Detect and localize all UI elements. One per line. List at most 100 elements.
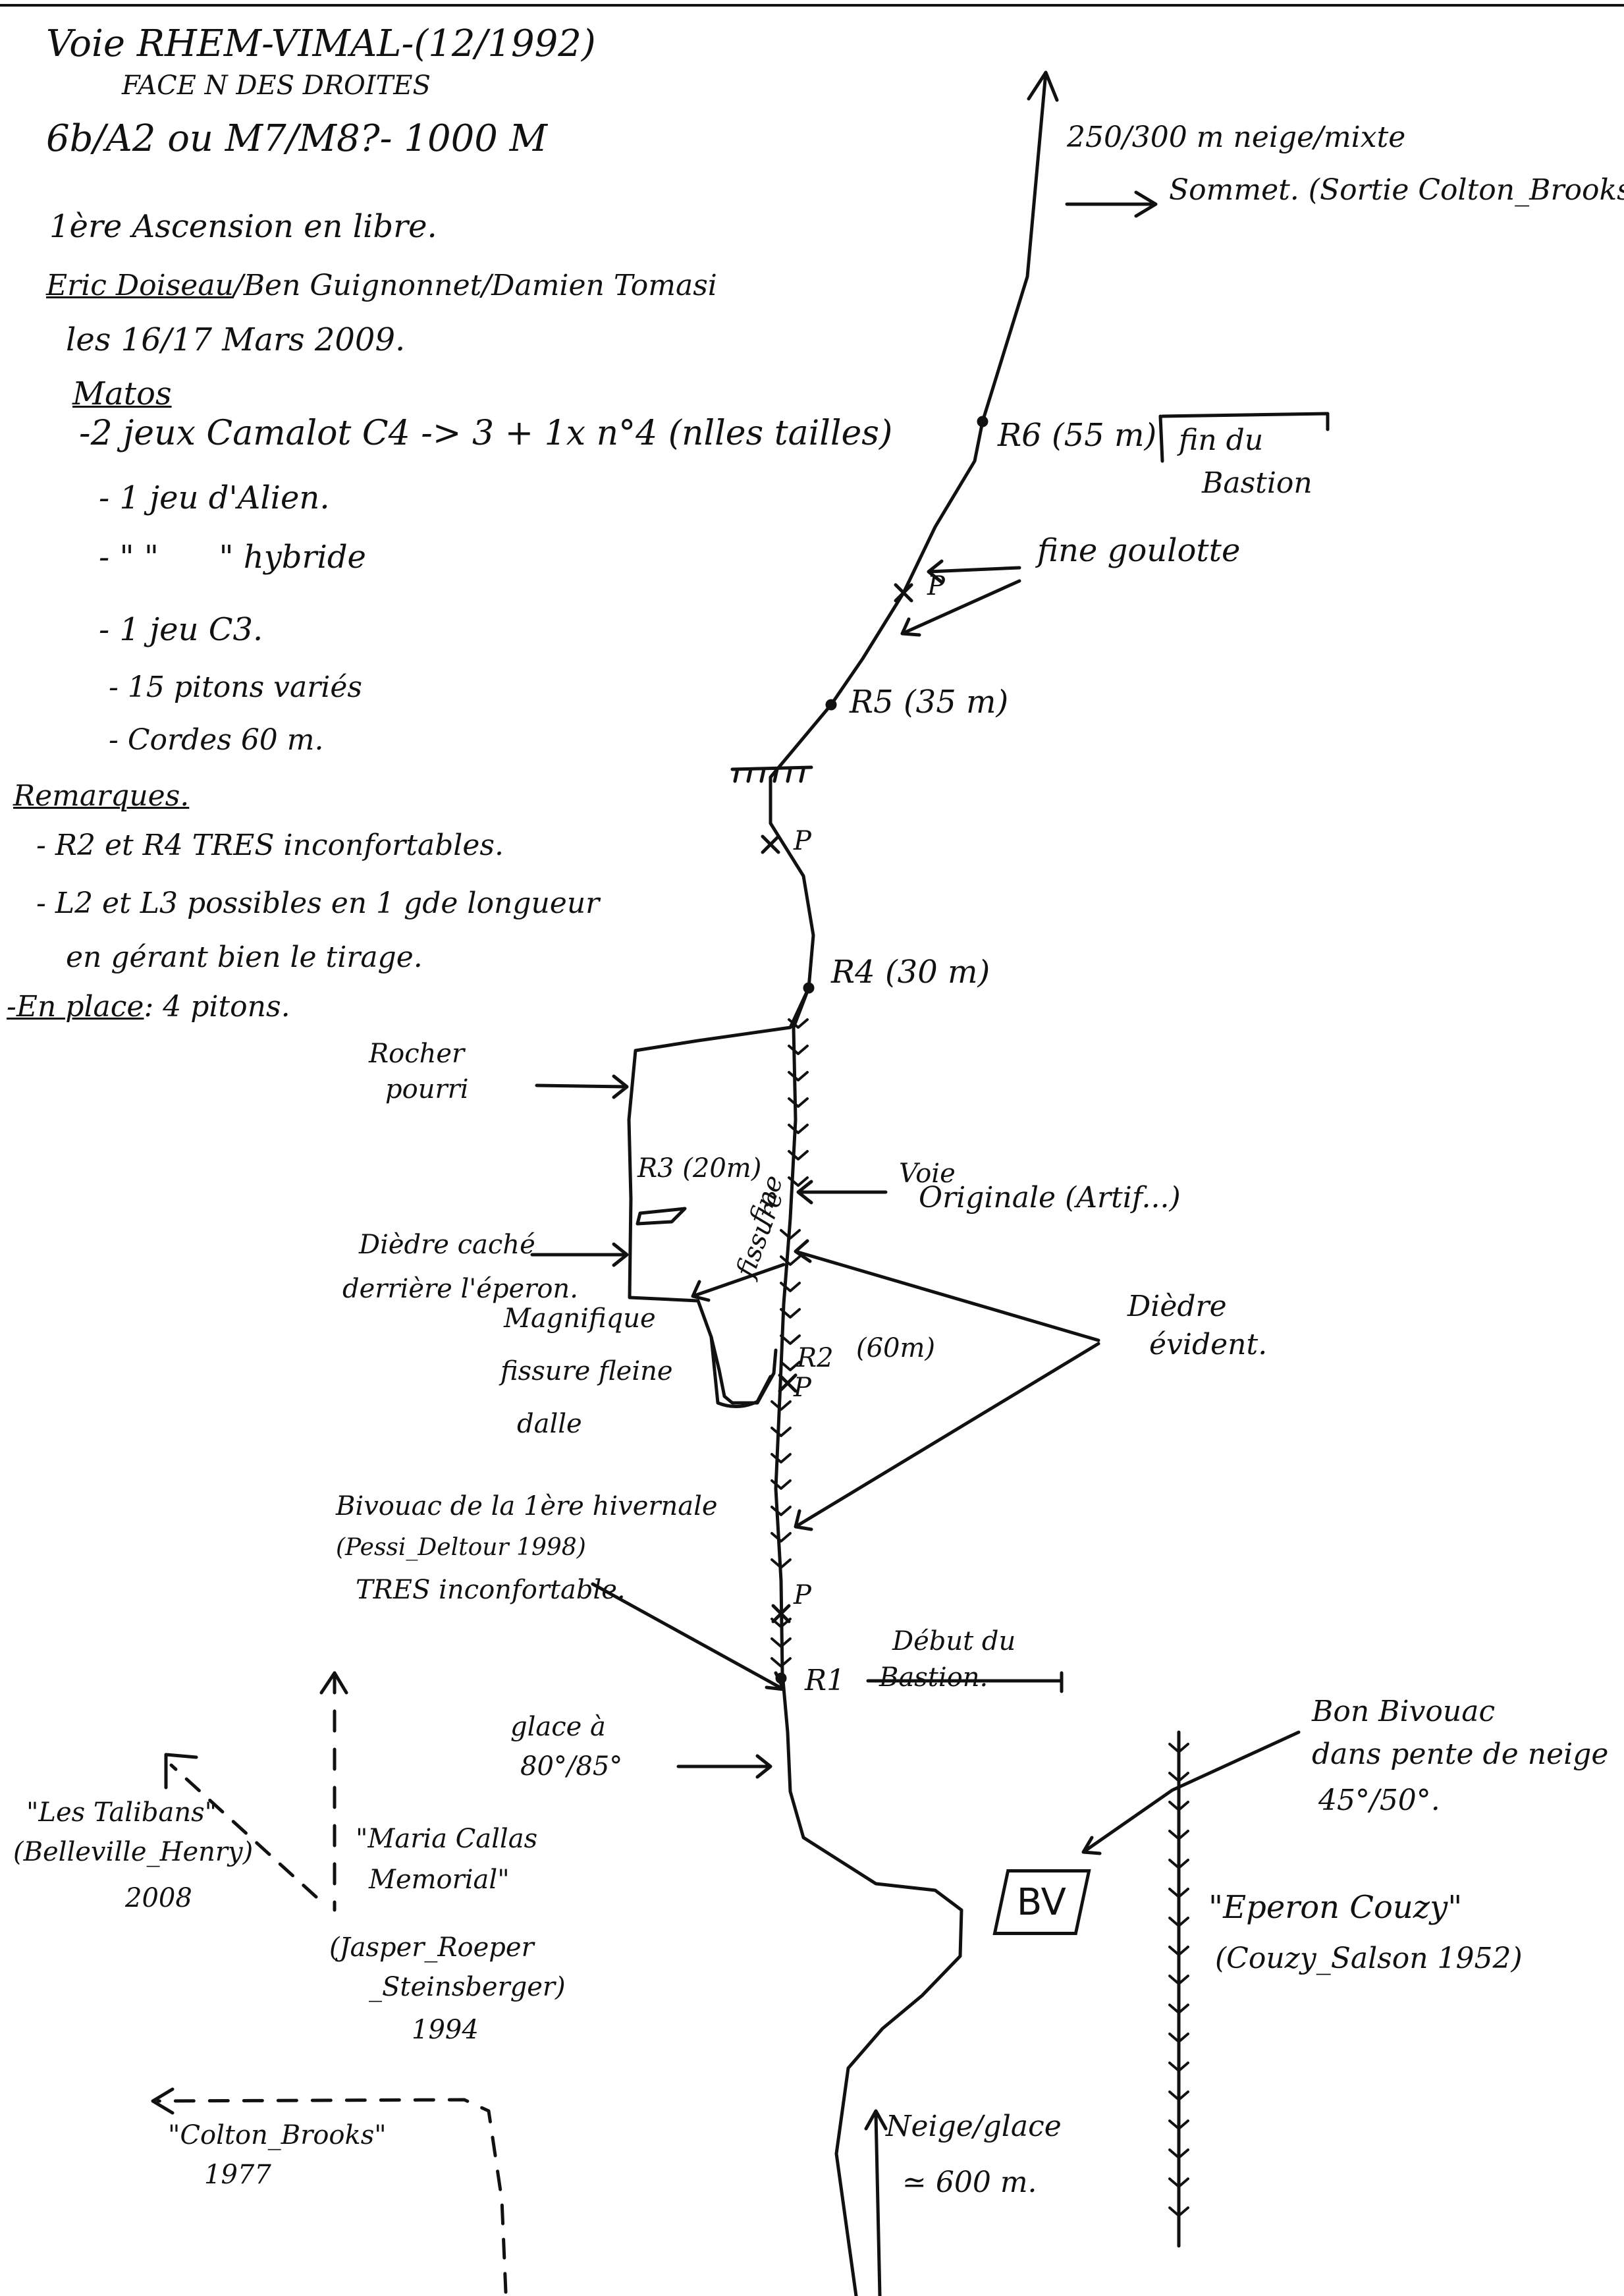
aid-chevron	[780, 1282, 801, 1292]
bon-bivouac-arrow	[1081, 1730, 1301, 1855]
aid-chevron	[788, 1150, 809, 1161]
couzy-chevron	[1168, 1830, 1189, 1840]
remarque-3: en gérant bien le tirage.	[66, 941, 423, 974]
matos-item-4: - 1 jeu C3.	[99, 611, 263, 648]
en-place-label: -En place	[7, 990, 144, 1024]
couzy-chevron	[1168, 2004, 1189, 2014]
diedre-cache-arrow	[530, 1242, 629, 1267]
fine-goulotte-label: fine goulotte	[1037, 532, 1241, 569]
aid-chevron	[780, 1308, 801, 1319]
r4-belay-dot	[803, 982, 815, 994]
aid-chevron	[788, 1124, 809, 1134]
piton-cross-1	[894, 583, 913, 603]
ascent-dates: les 16/17 Mars 2009.	[66, 321, 406, 358]
eperon-couzy-label-1: "Eperon Couzy"	[1208, 1889, 1463, 1926]
magnifique-label-2: fissure fleine	[501, 1356, 673, 1386]
magnifique-label-1: Magnifique	[504, 1303, 656, 1334]
callas-label-1: "Maria Callas	[356, 1824, 538, 1854]
top-border-line	[0, 4, 1624, 7]
aid-chevron	[771, 1657, 792, 1668]
remarques-heading: Remarques.	[13, 779, 190, 813]
goulotte-arrow-1	[927, 559, 1021, 584]
route-title: Voie RHEM-VIMAL-(12/1992)	[46, 22, 596, 65]
fin-du-label: fin du	[1179, 424, 1264, 457]
debut-bastion-label-1: Début du	[892, 1626, 1016, 1656]
talibans-arrow-head	[164, 1753, 198, 1790]
climber-first-name: Eric Doiseau	[46, 269, 234, 302]
couzy-chevron	[1168, 2033, 1189, 2043]
r6-label: R6 (55 m)	[998, 417, 1157, 454]
piton-cross-4	[771, 1604, 791, 1624]
callas-label-5: 1994	[412, 2015, 479, 2045]
r6-belay-dot	[977, 416, 988, 427]
first-free-ascent: 1ère Ascension en libre.	[49, 208, 437, 245]
couzy-chevron	[1168, 1917, 1189, 1927]
couzy-chevron	[1168, 2062, 1189, 2072]
voie-originale-label-2: Originale (Artif...)	[919, 1181, 1181, 1215]
bon-bivouac-label-1: Bon Bivouac	[1312, 1695, 1496, 1728]
debut-bastion-label-2: Bastion.	[879, 1662, 988, 1693]
r3-flag	[636, 1207, 687, 1226]
callas-label-2: Memorial"	[369, 1865, 510, 1895]
goulotte-arrow-2	[900, 579, 1021, 637]
glace-label-1: glace à	[510, 1712, 606, 1742]
callas-label-4: _Steinsberger)	[369, 1972, 566, 2002]
aid-chevron	[788, 1018, 809, 1029]
couzy-chevron-marks	[1168, 1743, 1189, 2217]
colton-label-2: 1977	[204, 2160, 271, 2190]
callas-arrow-head	[319, 1671, 348, 1695]
piton-p-label-2: P	[794, 826, 811, 856]
r3-label: R3 (20m)	[637, 1153, 762, 1184]
aid-chevron	[788, 1176, 809, 1187]
talibans-label-2: (Belleville_Henry)	[13, 1837, 254, 1867]
face-name: FACE N DES DROITES	[122, 70, 431, 101]
summit-arrow-head	[1027, 70, 1059, 102]
r2-label: R2	[797, 1343, 834, 1373]
colton-line	[156, 2098, 508, 2294]
diedre-evident-label-1: Dièdre	[1127, 1290, 1227, 1323]
aid-chevron	[771, 1558, 792, 1569]
aid-chevron	[771, 1506, 792, 1516]
couzy-chevron	[1168, 1772, 1189, 1782]
talibans-label-1: "Les Talibans"	[26, 1797, 217, 1828]
aid-chevron	[771, 1400, 792, 1411]
magnifique-label-3: dalle	[517, 1409, 582, 1439]
piton-cross-2	[761, 834, 780, 854]
couzy-chevron	[1168, 1801, 1189, 1811]
remarque-2: - L2 et L3 possibles en 1 gde longueur	[36, 887, 600, 920]
diedre-cache-arrow-2	[691, 1263, 786, 1302]
bivouac-label-2: (Pessi_Deltour 1998)	[336, 1534, 586, 1561]
climbers-rest: /Ben Guignonnet/Damien Tomasi	[233, 269, 717, 302]
r2-length-label: (60m)	[856, 1333, 936, 1363]
aid-chevron	[771, 1427, 792, 1437]
glace-label-2: 80°/85°	[520, 1751, 623, 1782]
aid-chevron	[788, 1071, 809, 1081]
couzy-chevron	[1168, 2206, 1189, 2217]
couzy-chevron	[1168, 2177, 1189, 2188]
matos-item-2: - 1 jeu d'Alien.	[99, 479, 330, 516]
terrace-hatch	[730, 765, 813, 783]
aid-chevron	[780, 1361, 801, 1371]
couzy-chevron	[1168, 2119, 1189, 2130]
bivouac-label: BV	[1017, 1880, 1067, 1924]
piton-cross-3	[778, 1373, 798, 1393]
piton-p-label-3: P	[794, 1373, 811, 1403]
bon-bivouac-label-3: 45°/50°.	[1318, 1784, 1440, 1817]
couzy-chevron	[1168, 2148, 1189, 2159]
debut-bastion-line	[866, 1671, 1064, 1693]
couzy-chevron	[1168, 1859, 1189, 1869]
matos-item-1: -2 jeux Camalot C4 -> 3 + 1x n°4 (nlles …	[79, 414, 893, 453]
aid-chevron	[788, 1097, 809, 1108]
matos-item-3: - " " " hybride	[99, 539, 366, 576]
magnifique-hook	[709, 1335, 772, 1408]
colton-arrow-head	[151, 2087, 175, 2115]
route-grade: 6b/A2 ou M7/M8?- 1000 M	[46, 117, 548, 160]
sommet-arrow	[1065, 190, 1158, 218]
voie-originale-arrow	[796, 1180, 888, 1205]
couzy-chevron	[1168, 2091, 1189, 2101]
diedre-cache-label-2: derrière l'éperon.	[342, 1274, 578, 1304]
matos-heading: Matos	[72, 375, 172, 412]
bivouac-box: BV	[992, 1869, 1091, 1935]
bivouac-label-3: TRES inconfortable.	[356, 1575, 626, 1605]
